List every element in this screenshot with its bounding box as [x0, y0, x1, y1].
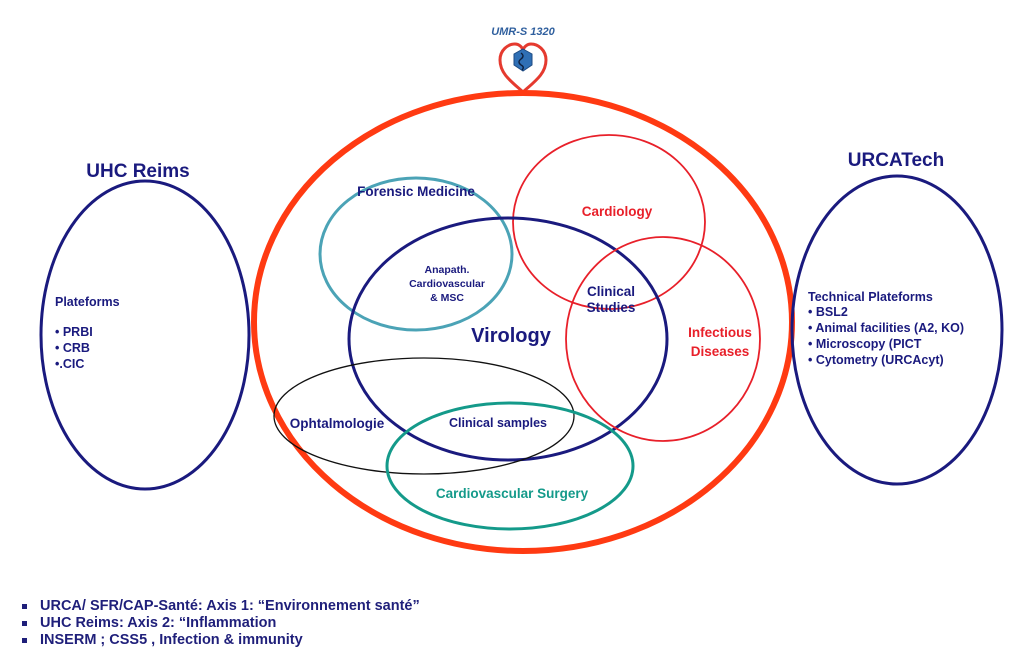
anapath-label: Cardiovascular [409, 278, 485, 290]
clinical-studies-label: Studies [587, 300, 636, 315]
cardiology-label: Cardiology [582, 204, 653, 219]
left-title: UHC Reims [86, 161, 189, 182]
forensic-label: Forensic Medicine [357, 184, 475, 199]
axis-bullet-list: URCA/ SFR/CAP-Santé: Axis 1: “Environnem… [20, 598, 420, 649]
bullet-item: UHC Reims: Axis 2: “Inflammation [20, 615, 420, 632]
right-item: • Cytometry (URCAcyt) [808, 353, 944, 367]
bullet-text: UHC Reims: Axis 2: “Inflammation [40, 615, 277, 631]
left-item: • PRBI [55, 325, 93, 339]
forensic-circle [318, 176, 514, 332]
bullet-square-icon [22, 638, 27, 643]
left-heading: Plateforms [55, 295, 120, 309]
venn-diagram: UMR-S 1320 UHC Reims Plateforms • PRBI •… [39, 26, 1004, 554]
ophtalmologie-ellipse [273, 357, 575, 475]
bullet-text: URCA/ SFR/CAP-Santé: Axis 1: “Environnem… [40, 598, 420, 614]
virology-circle [347, 216, 669, 462]
umr-logo: UMR-S 1320 [491, 26, 556, 95]
infectious-label: Infectious [688, 325, 752, 340]
umr-outer-ellipse [251, 90, 795, 554]
dna-icon [518, 52, 524, 71]
cardiology-circle [512, 134, 706, 310]
hexagon-icon [513, 48, 533, 72]
bullet-text: INSERM ; CSS5 , Infection & immunity [40, 632, 303, 648]
bullet-square-icon [22, 621, 27, 626]
cardio-surgery-label: Cardiovascular Surgery [436, 486, 589, 501]
right-heading: Technical Plateforms [808, 290, 933, 304]
left-item: • CRB [55, 341, 90, 355]
bullet-item: URCA/ SFR/CAP-Santé: Axis 1: “Environnem… [20, 598, 420, 615]
cardio-surgery-ellipse [385, 401, 635, 531]
bullet-item: INSERM ; CSS5 , Infection & immunity [20, 632, 420, 649]
right-item: • BSL2 [808, 305, 848, 319]
bullet-square-icon [22, 604, 27, 609]
right-title: URCATech [848, 150, 944, 171]
clinical-samples-label: Clinical samples [449, 416, 547, 430]
ophtalmologie-label: Ophtalmologie [290, 416, 385, 431]
uhc-reims-ellipse [39, 179, 251, 491]
anapath-label: & MSC [430, 292, 464, 304]
right-item: • Animal facilities (A2, KO) [808, 321, 964, 335]
clinical-studies-label: Clinical [587, 284, 635, 299]
infectious-label: Diseases [691, 344, 750, 359]
logo-text: UMR-S 1320 [491, 26, 555, 38]
urcatech-ellipse [790, 174, 1004, 486]
anapath-label: Anapath. [425, 264, 470, 276]
right-item: • Microscopy (PICT [808, 337, 922, 351]
left-item: •.CIC [55, 357, 84, 371]
virology-label: Virology [471, 325, 552, 347]
infectious-circle [565, 236, 761, 442]
